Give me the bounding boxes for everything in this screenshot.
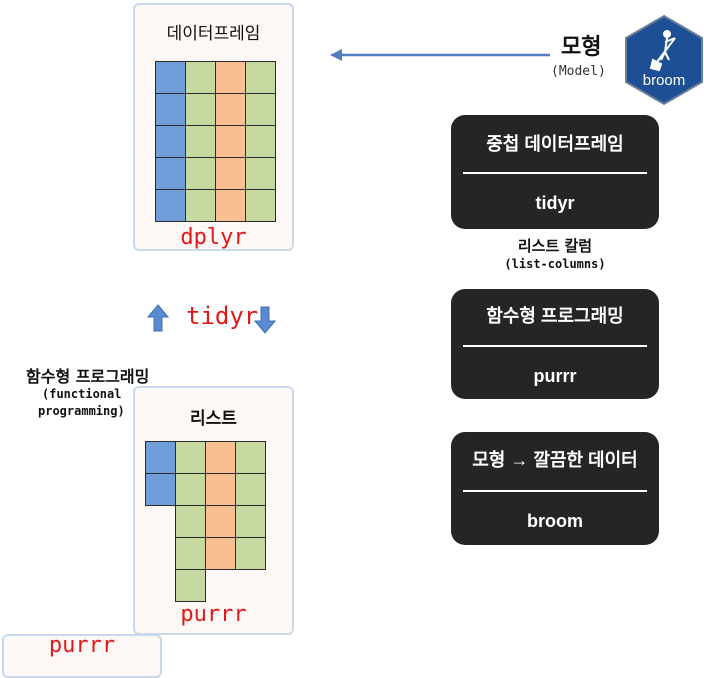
grid-cell bbox=[235, 537, 266, 570]
functional-title: 함수형 프로그래밍 bbox=[26, 367, 150, 386]
bottom-partial-box: purrr bbox=[2, 633, 162, 678]
grid-cell bbox=[175, 473, 206, 506]
grid-cell bbox=[185, 157, 216, 190]
grid-cell bbox=[205, 473, 236, 506]
grid-cell bbox=[155, 125, 186, 158]
dataframe-caption: dplyr bbox=[180, 225, 247, 250]
list-columns-subtitle: (list-columns) bbox=[504, 257, 606, 271]
grid-cell bbox=[175, 537, 206, 570]
pill-3-title: 모형 → 깔끔한 데이터 bbox=[472, 450, 638, 470]
grid-cell bbox=[245, 125, 276, 158]
list-card: 리스트 purrr bbox=[133, 386, 294, 635]
model-title: 모형 bbox=[561, 35, 602, 60]
pill-2-title: 함수형 프로그래밍 bbox=[486, 306, 624, 326]
grid-cell bbox=[245, 61, 276, 94]
grid-cell bbox=[215, 189, 246, 222]
grid-cell bbox=[245, 157, 276, 190]
functional-subtitle-2: programming) bbox=[38, 404, 125, 418]
list-caption: purrr bbox=[180, 602, 247, 627]
grid-cell bbox=[185, 61, 216, 94]
grid-cell bbox=[155, 189, 186, 222]
grid-cell bbox=[175, 441, 206, 474]
grid-cell bbox=[155, 93, 186, 126]
grid-cell bbox=[215, 157, 246, 190]
grid-cell bbox=[145, 441, 176, 474]
list-title: 리스트 bbox=[190, 409, 237, 429]
grid-cell bbox=[235, 473, 266, 506]
dataframe-title: 데이터프레임 bbox=[166, 24, 261, 44]
broom-figure-icon bbox=[649, 30, 676, 72]
nested-dataframe-pill: 중첩 데이터프레임 tidyr bbox=[451, 115, 659, 229]
grid-cell bbox=[185, 93, 216, 126]
grid-cell bbox=[145, 473, 176, 506]
grid-cell bbox=[205, 505, 236, 538]
grid-cell bbox=[205, 441, 236, 474]
model-to-tidy-data-pill: 모형 → 깔끔한 데이터 broom bbox=[451, 432, 659, 545]
arrow-up-icon bbox=[147, 304, 169, 332]
pill-2-divider bbox=[463, 345, 647, 347]
grid-cell bbox=[215, 61, 246, 94]
functional-subtitle-1: (functional bbox=[42, 387, 122, 401]
dataframe-card: 데이터프레임 dplyr bbox=[133, 3, 294, 251]
pill-1-title: 중첩 데이터프레임 bbox=[486, 134, 624, 154]
pill-2-sub: purrr bbox=[533, 366, 577, 386]
pill-1-divider bbox=[463, 172, 647, 174]
arrow-left bbox=[330, 49, 550, 61]
broom-hex-label: broom bbox=[643, 72, 686, 89]
grid-cell bbox=[235, 441, 266, 474]
list-columns-title: 리스트 칼럼 bbox=[517, 237, 593, 255]
grid-cell bbox=[245, 189, 276, 222]
arrow-down-icon bbox=[254, 306, 276, 334]
grid-cell bbox=[235, 505, 266, 538]
pill-3-divider bbox=[463, 490, 647, 492]
grid-cell bbox=[185, 125, 216, 158]
grid-cell bbox=[175, 505, 206, 538]
model-subtitle: (Model) bbox=[551, 64, 606, 79]
grid-cell bbox=[185, 189, 216, 222]
grid-cell bbox=[175, 569, 206, 602]
grid-cell bbox=[215, 93, 246, 126]
pill-1-sub: tidyr bbox=[535, 193, 575, 213]
grid-cell bbox=[215, 125, 246, 158]
middle-tidyr-label: tidyr bbox=[186, 302, 259, 330]
pill-3-sub: broom bbox=[527, 511, 583, 531]
functional-programming-pill: 함수형 프로그래밍 purrr bbox=[451, 289, 659, 399]
grid-cell bbox=[205, 537, 236, 570]
grid-cell bbox=[155, 61, 186, 94]
grid-cell bbox=[155, 157, 186, 190]
grid-cell bbox=[245, 93, 276, 126]
bottom-partial-caption: purrr bbox=[48, 633, 116, 658]
broom-hex-logo: broom bbox=[625, 14, 703, 106]
